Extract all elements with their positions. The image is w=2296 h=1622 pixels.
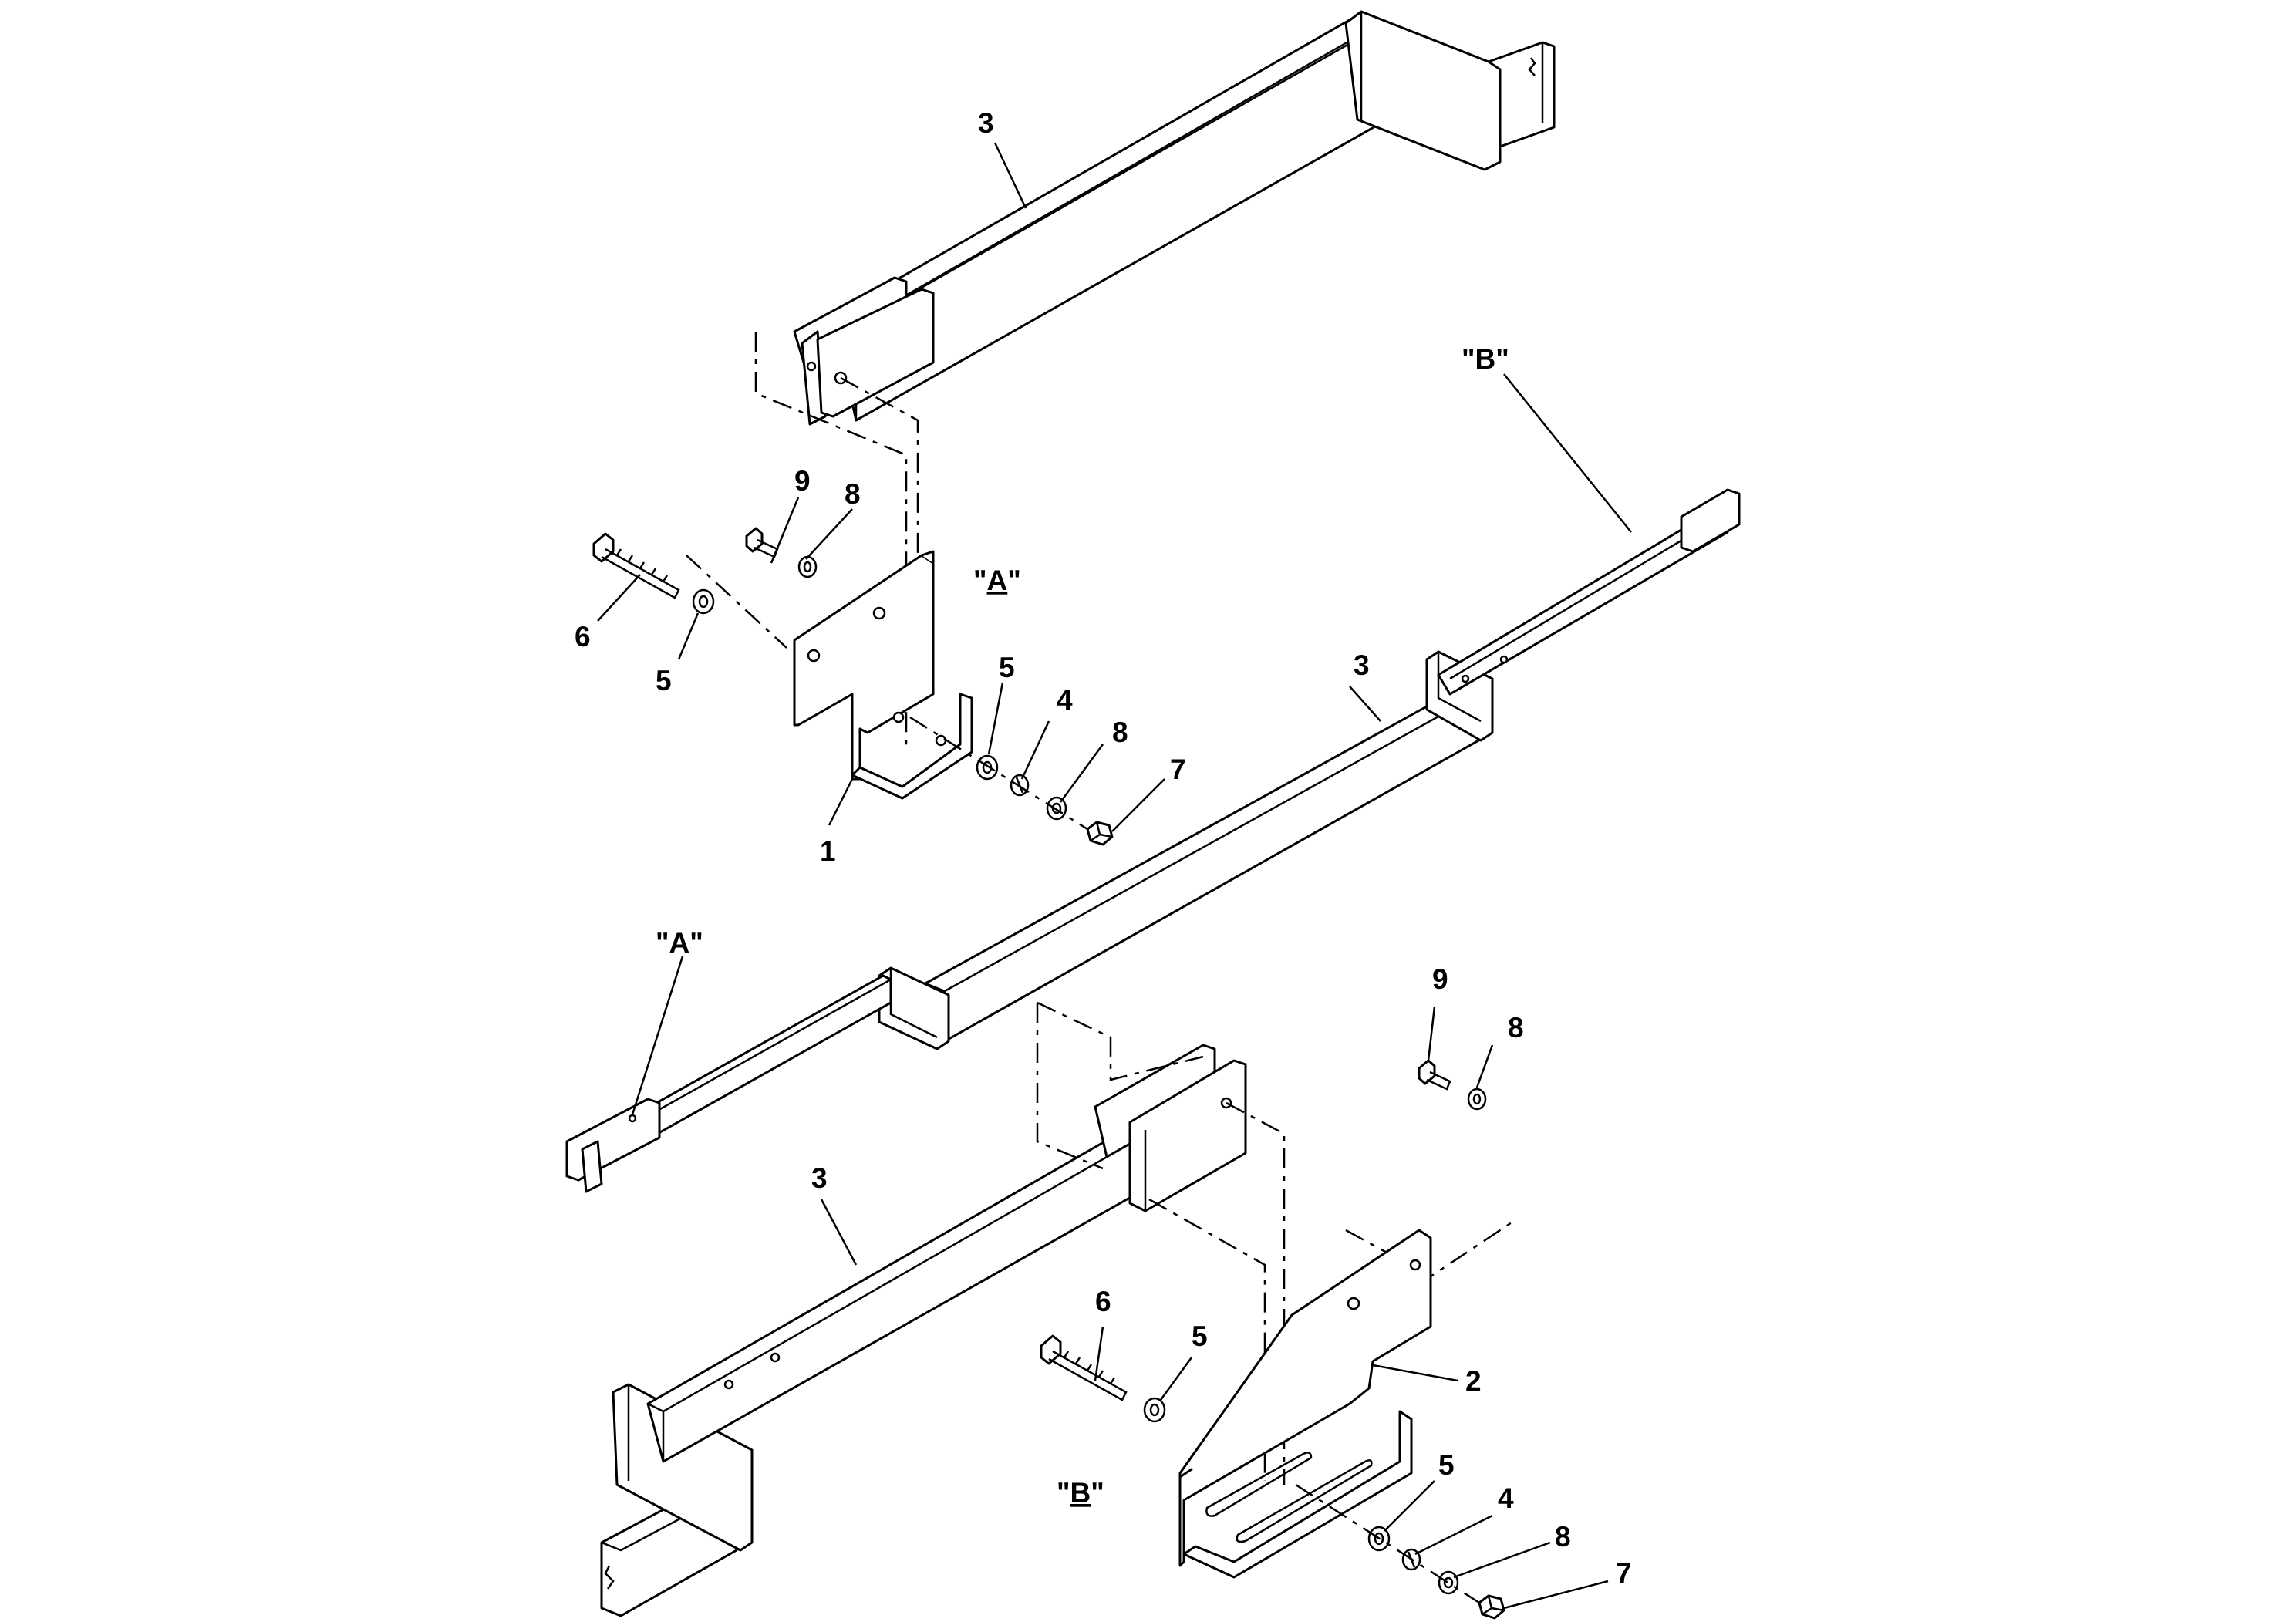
callout-5-top-right: 5 [999, 652, 1015, 683]
callout-5-bottom-right: 5 [1438, 1449, 1455, 1481]
hardware-bottom [1040, 1059, 1505, 1620]
callout-8-bottom-right: 8 [1555, 1521, 1571, 1553]
detail-view-a-label: "A" [973, 565, 1021, 596]
reference-a-label: "A" [656, 927, 703, 959]
callout-3-middle: 3 [1354, 649, 1370, 681]
alignment-line-bottom-3 [1148, 1198, 1266, 1481]
callout-7-top: 7 [1170, 754, 1186, 785]
callout-8-top-right: 8 [1112, 717, 1128, 748]
alignment-line-top-3 [686, 555, 787, 649]
callout-8-top-left: 8 [845, 478, 861, 510]
callout-8-bottom-top: 8 [1508, 1012, 1524, 1044]
callout-9-top: 9 [794, 465, 811, 497]
middle-beam [565, 488, 1741, 1193]
callout-labels: 3 3 3 1 2 9 8 6 5 5 4 8 7 9 8 6 5 5 4 8 … [575, 107, 1632, 1589]
callout-6-top: 6 [575, 621, 591, 653]
bottom-beam-assembly [600, 1044, 1247, 1617]
callout-4-top: 4 [1057, 684, 1073, 716]
callout-9-bottom: 9 [1432, 963, 1448, 995]
bracket-2 [1178, 1229, 1432, 1579]
callout-5-top-left: 5 [656, 665, 672, 696]
alignment-line-bottom-2 [1037, 1001, 1204, 1081]
callout-7-bottom: 7 [1616, 1557, 1632, 1589]
detail-view-b-label: "B" [1057, 1477, 1104, 1509]
bracket-1 [793, 550, 973, 800]
alignment-line-bottom-1 [1036, 1003, 1104, 1170]
callout-2: 2 [1465, 1365, 1482, 1397]
callout-6-bottom: 6 [1095, 1286, 1111, 1317]
hardware-top [592, 527, 1114, 846]
top-beam-assembly [793, 10, 1556, 426]
callout-5-bottom-left: 5 [1192, 1320, 1208, 1352]
leader-lines [597, 142, 1632, 1610]
callout-4-bottom: 4 [1498, 1482, 1514, 1514]
callout-1: 1 [820, 835, 836, 867]
reference-b-label: "B" [1462, 343, 1509, 375]
callout-3-top: 3 [978, 107, 994, 139]
callout-3-bottom: 3 [811, 1162, 828, 1194]
